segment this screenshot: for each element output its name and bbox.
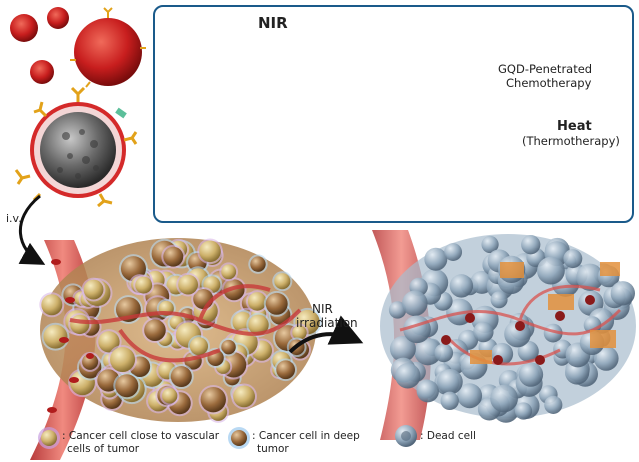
tumor-cell (247, 292, 267, 311)
tumor-cell (98, 331, 120, 353)
heat-label: Heat (557, 119, 592, 134)
dead-cell (490, 384, 518, 413)
released-drug-clusters (470, 262, 620, 364)
mechanism-panel (153, 5, 634, 223)
nir-label-top: NIR (258, 14, 288, 32)
free-nanoparticles (10, 7, 146, 88)
dead-cell (490, 291, 508, 309)
iv-label: i.v. (6, 212, 22, 225)
dead-cell (424, 247, 448, 271)
dead-cell (521, 235, 541, 255)
tumor-cell (248, 314, 269, 336)
red-blood-cells (47, 259, 94, 413)
nanoparticle-large (74, 18, 142, 86)
tumor-cell (82, 353, 99, 370)
thermo-label: (Thermotherapy) (522, 134, 620, 148)
legend-cancer-close-line2: cells of tumor (67, 443, 140, 455)
tumor-cell (250, 256, 266, 272)
dead-cell (457, 383, 483, 409)
dead-cell (610, 281, 635, 306)
nanoparticle-small-3 (30, 60, 54, 84)
dead-cell (440, 391, 459, 411)
tumor-cell (115, 374, 139, 398)
dead-cell (395, 363, 421, 389)
dead-cell (576, 263, 604, 291)
chemo-label-line2: Chemotherapy (506, 76, 592, 90)
dead-cell (518, 362, 544, 387)
dead-cells (388, 235, 635, 423)
tumor-before (30, 238, 322, 460)
legend-icon-cancer-close (38, 427, 60, 449)
tumor-cell (233, 385, 256, 408)
tumor-cell (162, 388, 178, 404)
dead-cell (444, 243, 463, 261)
nanocarrier-left (14, 86, 138, 208)
tumor-cell (43, 324, 68, 349)
dead-cell (544, 395, 563, 414)
dead-cell (388, 301, 407, 319)
legend-icon-cancer-deep (228, 427, 250, 449)
tumor-after (372, 230, 636, 440)
dead-cell (481, 235, 499, 254)
legend-icon-dead-cell (395, 425, 417, 447)
nir-irradiation-arrow (288, 315, 364, 354)
tumor-cell (200, 386, 226, 413)
tumor-vasculature (69, 284, 302, 363)
tumor-cell (221, 264, 237, 280)
tumor-cell (265, 292, 288, 315)
dead-cell (389, 335, 416, 362)
tumor-cell (189, 337, 209, 356)
legend-cancer-deep-line2: tumor (257, 443, 289, 455)
channel-protein (115, 107, 127, 119)
tumor-cell (83, 279, 104, 300)
dead-cell (564, 360, 590, 385)
dead-cell (402, 290, 428, 317)
iv-arrow (18, 194, 46, 265)
dead-cell (593, 346, 619, 371)
dead-cell (514, 402, 533, 420)
dead-cell (473, 321, 494, 343)
tumor-cell (170, 366, 192, 388)
tumor-cell (221, 339, 236, 355)
nanoparticle-small-2 (47, 7, 69, 29)
nanoparticle-small-1 (10, 14, 38, 42)
nanoparticle-antibodies (70, 7, 146, 88)
dead-cell (434, 343, 454, 363)
dead-cell (416, 380, 439, 403)
tumor-cell (144, 319, 166, 342)
legend-dead-cell: : Dead cell (420, 430, 476, 442)
dead-cell (414, 338, 442, 366)
tumor-cell (163, 246, 184, 267)
chemo-label-line1: GQD-Penetrated (498, 62, 593, 76)
tumor-cell (70, 314, 90, 335)
nir-irradiation-line1: NIR (312, 302, 333, 316)
tumor-cell (274, 273, 291, 290)
tumor-cell (276, 360, 296, 380)
tumor-cell (178, 274, 199, 295)
silica-pores (57, 129, 99, 179)
dead-cell (449, 274, 474, 298)
legend-cancer-deep-line1: : Cancer cell in deep (252, 430, 360, 442)
tumor-cell (110, 347, 136, 373)
tumor-cell (135, 276, 153, 294)
tumor-cells (39, 238, 322, 423)
dead-cell (563, 249, 583, 269)
nir-irradiation-line2: irradiation (296, 316, 358, 330)
nanoparticle-markers (441, 295, 595, 365)
tumor-cell (199, 240, 221, 263)
tumor-cell (41, 294, 63, 316)
legend-cancer-close-line1: : Cancer cell close to vascular (62, 430, 220, 442)
tumor-cell (292, 325, 307, 340)
dead-cell (437, 368, 463, 395)
dead-cell (537, 256, 565, 285)
